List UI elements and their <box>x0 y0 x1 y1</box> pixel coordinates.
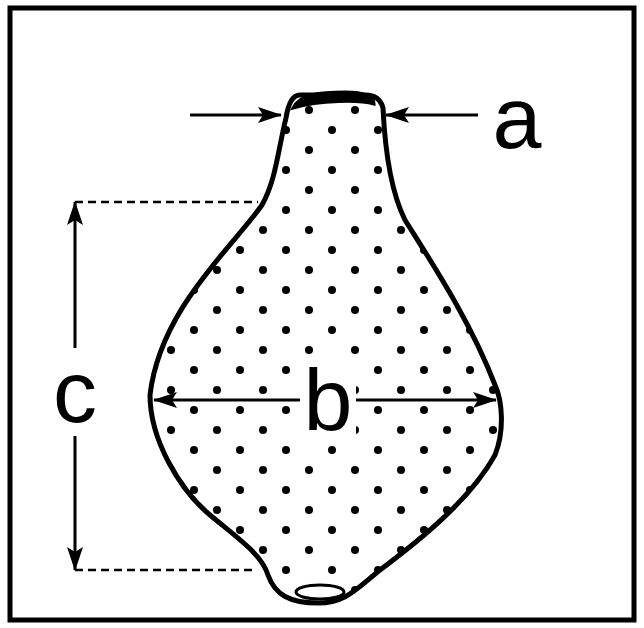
dimension-arrow <box>386 114 478 117</box>
frame <box>10 8 634 620</box>
dimension-label: a <box>489 74 546 162</box>
seed-outline <box>150 95 501 603</box>
seed-cap <box>293 92 374 108</box>
dimension-label: b <box>300 356 357 444</box>
dimension-label: c <box>49 348 101 436</box>
dimension-arrow <box>190 114 281 117</box>
seed-base-scar <box>296 585 344 599</box>
extension-line <box>75 569 256 572</box>
extension-line <box>75 201 258 204</box>
